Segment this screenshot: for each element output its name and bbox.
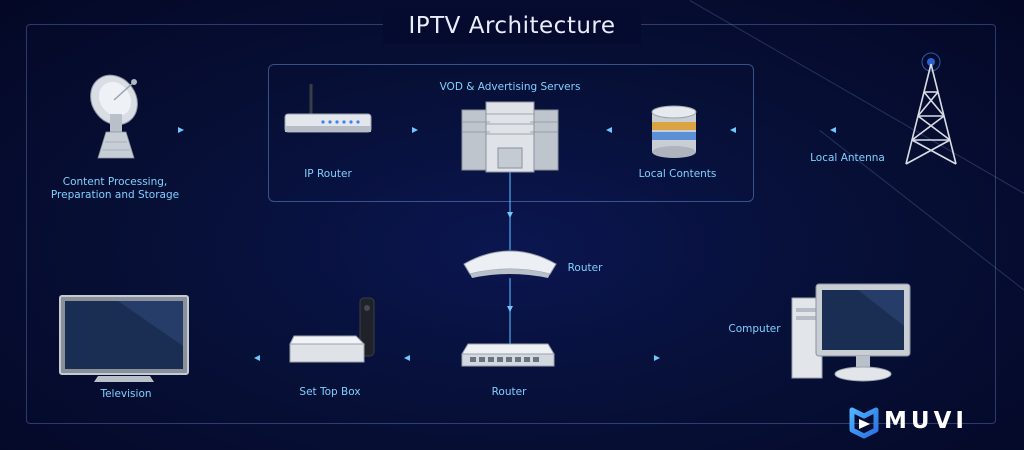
television-label: Television	[100, 388, 152, 400]
local-contents-label: Local Contents	[638, 168, 717, 180]
computer-icon	[791, 283, 911, 382]
local-antenna-label: Local Antenna	[810, 152, 885, 164]
television-icon	[59, 295, 189, 382]
arrow-right	[654, 355, 660, 361]
antenna-tower-icon	[905, 52, 957, 165]
muvi-logo-text: MUVI	[884, 408, 968, 434]
arrow-left	[606, 127, 612, 133]
ip-router-icon	[284, 84, 372, 133]
arrow-down	[507, 306, 513, 312]
title-box: IPTV Architecture	[383, 8, 641, 44]
diagram-title: IPTV Architecture	[408, 13, 616, 39]
content-processing-label: Content Processing, Preparation and Stor…	[40, 176, 190, 202]
set-top-box-icon	[289, 297, 375, 363]
arrow-left	[730, 127, 736, 133]
arrow-left	[830, 127, 836, 133]
muvi-logo-mark-icon	[849, 407, 879, 439]
arrow-left	[404, 355, 410, 361]
arrow-left	[254, 355, 260, 361]
muvi-logo: MUVI	[848, 404, 978, 440]
server-rack-icon	[461, 101, 559, 173]
headend-group-box	[268, 64, 754, 202]
content-processing-line2: Preparation and Storage	[50, 189, 180, 201]
router-top-label: Router	[567, 262, 603, 274]
computer-label: Computer	[728, 323, 781, 335]
network-switch-icon	[461, 343, 555, 367]
arrow-right	[412, 127, 418, 133]
content-processing-line1: Content Processing,	[62, 176, 168, 188]
vod-servers-label: VOD & Advertising Servers	[439, 81, 581, 93]
wifi-router-icon	[463, 250, 557, 278]
satellite-dish-icon	[90, 74, 138, 159]
arrow-down	[507, 212, 513, 218]
ip-router-label: IP Router	[304, 168, 352, 180]
arrow-right	[178, 127, 184, 133]
router-bottom-label: Router	[491, 386, 527, 398]
set-top-box-label: Set Top Box	[299, 386, 361, 398]
database-icon	[651, 105, 697, 158]
